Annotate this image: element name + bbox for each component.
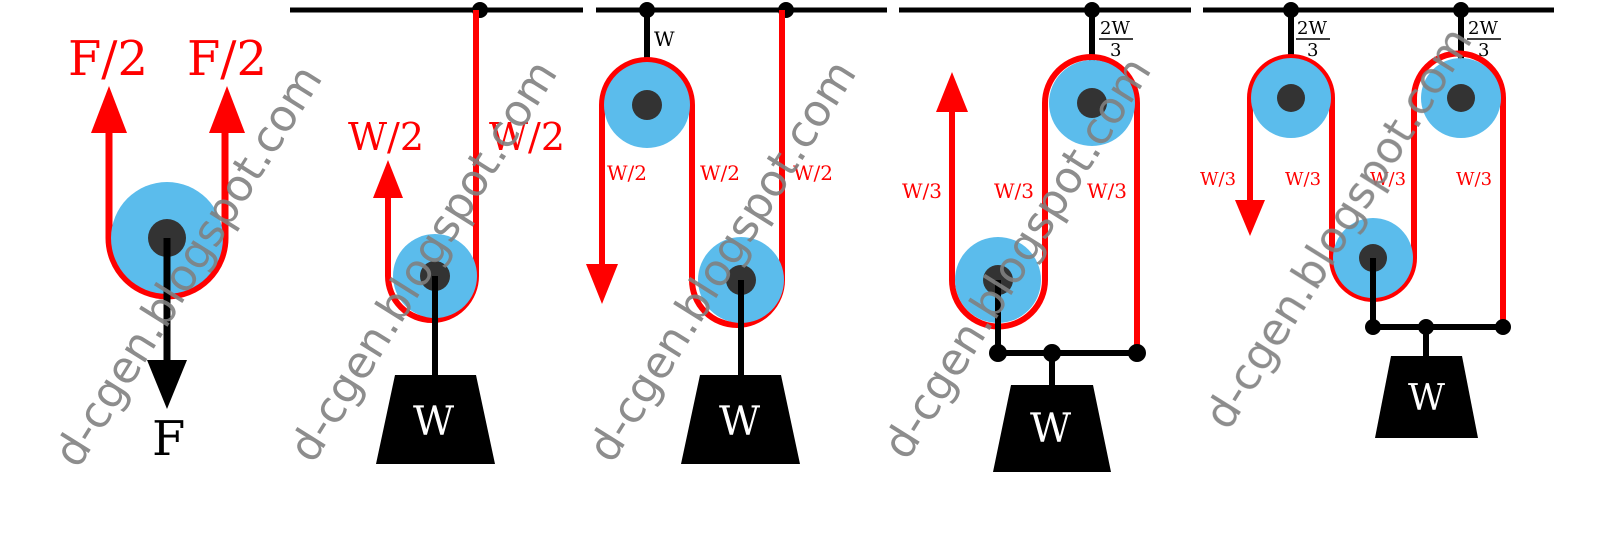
tension-label-1: W/2 [607,161,647,185]
fixed-pulley-axle-2 [1447,84,1475,112]
panel-4-rope [949,54,1140,353]
hanger-load-fraction-1: 2W 3 [1296,18,1330,61]
tension-label-4: W/3 [1456,169,1492,190]
fraction-denominator: 3 [1478,40,1489,61]
tension-label-3: W/2 [793,161,833,185]
arrow-up [373,160,403,198]
panel-4-three-to-one: W 2W 3 W/3 W/3 W/3 [899,2,1191,472]
weight-block [681,375,800,464]
tension-label-2: W/3 [994,179,1034,203]
arrow-down [1235,200,1265,236]
arrow-down [586,264,618,304]
arrow-up-right [209,86,245,133]
panel-5-two-fixed-one-movable: W 2W 3 2W 3 W/3 W/3 W/3 W/3 [1200,2,1554,438]
tension-label-2: W/2 [700,161,740,185]
tension-label-1: W/3 [1200,169,1236,190]
weight-label: W [1408,378,1445,419]
fixed-pulley-axle [632,90,662,120]
tension-label-2: W/3 [1285,169,1321,190]
hanger-load-label: W [654,27,675,51]
weight-label: W [1030,406,1071,452]
watermark-text: d-cgen.blogspot.com [44,56,333,476]
spreader-joint [989,344,1007,362]
force-label-down: F [152,411,185,467]
weight-label: W [413,399,454,445]
fraction-denominator: 3 [1110,40,1121,61]
fraction-numerator: 2W [1468,18,1498,39]
spreader-joint [1365,319,1381,335]
fixed-pulley-axle-1 [1277,84,1305,112]
weight-block [376,375,495,464]
arrow-up-left [91,86,127,133]
panel-2-movable-pulley: W W/2 W/2 [290,2,583,464]
panel-3-fixed-and-movable: W W W/2 W/2 W/2 [586,2,887,464]
tension-label-right: W/2 [489,115,565,159]
spreader-joint [1495,319,1511,335]
hanger-load-fraction: 2W 3 [1099,18,1133,61]
force-label-right: F/2 [187,31,267,87]
fraction-numerator: 2W [1297,18,1327,39]
panel-1-single-pulley: F/2 F/2 F [68,31,267,467]
weight-block [1375,356,1478,438]
tension-label-3: W/3 [1370,169,1406,190]
arrow-up [936,72,968,112]
fraction-denominator: 3 [1307,40,1318,61]
tension-label-3: W/3 [1087,179,1127,203]
spreader-joint [1128,344,1146,362]
hanger-load-fraction-2: 2W 3 [1467,18,1501,61]
fraction-numerator: 2W [1100,18,1130,39]
tension-label-left: W/2 [348,115,424,159]
force-label-left: F/2 [68,31,148,87]
weight-label: W [719,399,760,445]
arrow-down [147,360,187,409]
fixed-pulley-axle [1077,88,1107,118]
tension-label-1: W/3 [902,179,942,203]
weight-block [993,385,1111,472]
